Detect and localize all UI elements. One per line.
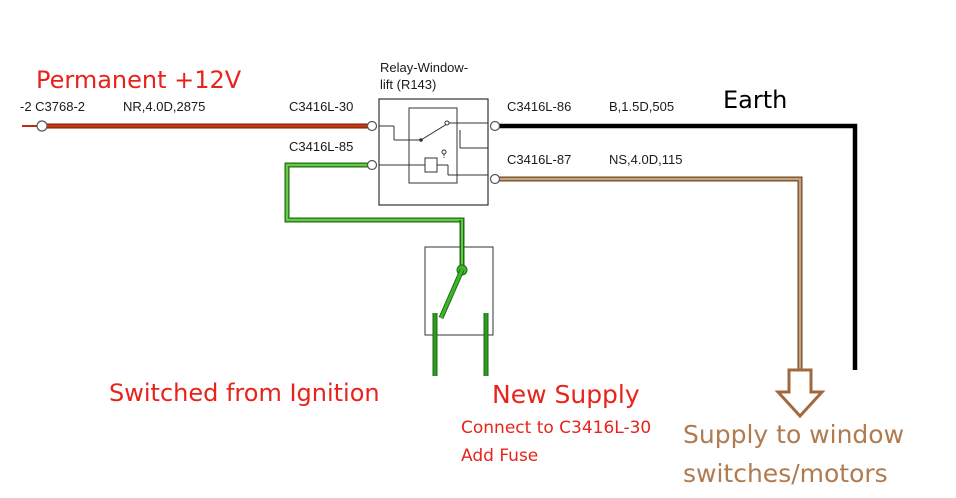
relay-pin-86-terminal <box>489 120 501 132</box>
relay-title-line2: lift (R143) <box>380 77 436 92</box>
arrow-down-icon <box>774 368 826 419</box>
pin-86-spec: B,1.5D,505 <box>609 99 674 114</box>
relay-title-line1: Relay-Window- <box>380 60 468 75</box>
pin-87-spec: NS,4.0D,115 <box>609 152 682 167</box>
relay-box <box>378 98 489 206</box>
output-wire <box>497 176 803 370</box>
earth-wire <box>497 123 858 370</box>
pin-85-label: C3416L-85 <box>289 139 353 154</box>
permanent-annotation: Permanent +12V <box>36 66 242 94</box>
left-connector-label: -2 C3768-2 <box>20 99 85 114</box>
pin-87-label: C3416L-87 <box>507 152 571 167</box>
pin-30-label: C3416L-30 <box>289 99 353 114</box>
relay-pin-87-terminal <box>489 173 501 185</box>
add-fuse-note: Add Fuse <box>461 446 538 466</box>
supply-annotation-line2: switches/motors <box>683 459 888 488</box>
new-supply-annotation: New Supply <box>492 380 640 409</box>
pin-86-label: C3416L-86 <box>507 99 571 114</box>
switched-annotation: Switched from Ignition <box>109 379 380 407</box>
relay-pin-85-terminal <box>366 159 378 171</box>
left-wire-spec: NR,4.0D,2875 <box>123 99 205 114</box>
supply-annotation-line1: Supply to window <box>683 420 904 449</box>
earth-annotation: Earth <box>723 86 787 114</box>
added-relay-switch <box>424 220 494 376</box>
permanent-wire <box>22 120 370 132</box>
left-connector-terminal <box>36 120 48 132</box>
connect-note: Connect to C3416L-30 <box>461 418 651 438</box>
relay-pin-30-terminal <box>366 120 378 132</box>
